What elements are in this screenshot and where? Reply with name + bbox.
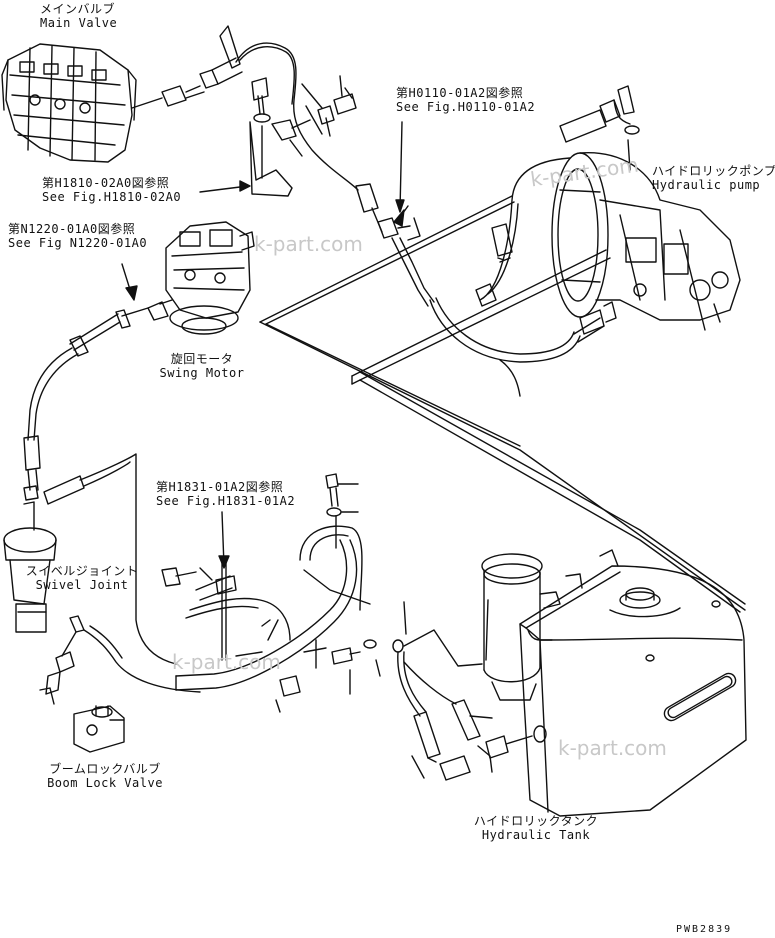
swing-motor-label-en: Swing Motor (159, 366, 245, 380)
hydraulic-tank-label-jp: ハイドロリックタンク (473, 814, 599, 828)
hydraulic-pump-part (552, 153, 740, 330)
ref-h1831-label-jp: 第H1831-01A2図参照 (156, 480, 284, 494)
ref-n1220-label-jp: 第N1220-01A0図参照 (8, 222, 136, 236)
tank-filter-part (482, 554, 560, 700)
swivel-joint-label-jp: スイベルジョイント (25, 564, 139, 578)
hydraulic-pump-label-en: Hydraulic pump (652, 178, 761, 192)
watermark-4: k-part.com (558, 736, 667, 760)
boom-lock-valve-part (74, 706, 124, 752)
ref-h1810-label-en: See Fig.H1810-02A0 (42, 190, 182, 204)
boom-lock-valve-label-en: Boom Lock Valve (47, 776, 163, 790)
swivel-joint-label-en: Swivel Joint (35, 578, 129, 592)
boom-lock-valve-label: ブームロックバルブ Boom Lock Valve (30, 762, 180, 790)
swivel-joint-label: スイベルジョイント Swivel Joint (12, 564, 152, 592)
hydraulic-pump-label: ハイドロリックポンプ Hydraulic pump (652, 164, 775, 192)
swing-motor-label: 旋回モータ Swing Motor (152, 352, 252, 380)
ref-n1220-label-en: See Fig N1220-01A0 (8, 236, 148, 250)
ref-h0110-label-jp: 第H0110-01A2図参照 (396, 86, 524, 100)
ref-h1831-label-en: See Fig.H1831-01A2 (156, 494, 296, 508)
watermark-3: k-part.com (172, 650, 281, 674)
ref-h0110-label: 第H0110-01A2図参照 See Fig.H0110-01A2 (396, 86, 535, 114)
ref-h1831-label: 第H1831-01A2図参照 See Fig.H1831-01A2 (156, 480, 295, 508)
hydraulic-tank-label: ハイドロリックタンク Hydraulic Tank (456, 814, 616, 842)
drawing-code: PWB2839 (676, 924, 733, 935)
hydraulic-pump-label-jp: ハイドロリックポンプ (652, 164, 775, 178)
boom-lock-valve-label-jp: ブームロックバルブ (49, 762, 161, 776)
watermark-1: k-part.com (254, 232, 363, 256)
main-valve-label: メインバルブ Main Valve (40, 2, 117, 30)
swivel-joint-part (4, 502, 56, 632)
main-valve-part (2, 44, 136, 162)
main-valve-label-jp: メインバルブ (40, 2, 116, 16)
ref-h1810-label: 第H1810-02A0図参照 See Fig.H1810-02A0 (42, 176, 181, 204)
ref-h0110-label-en: See Fig.H0110-01A2 (396, 100, 536, 114)
swing-motor-part (166, 222, 254, 334)
hydraulic-tank-part (520, 550, 746, 816)
ref-h1810-label-jp: 第H1810-02A0図参照 (42, 176, 170, 190)
swing-motor-label-jp: 旋回モータ (170, 352, 234, 366)
hydraulic-tank-label-en: Hydraulic Tank (481, 828, 591, 842)
main-valve-label-en: Main Valve (40, 16, 118, 30)
ref-n1220-label: 第N1220-01A0図参照 See Fig N1220-01A0 (8, 222, 147, 250)
